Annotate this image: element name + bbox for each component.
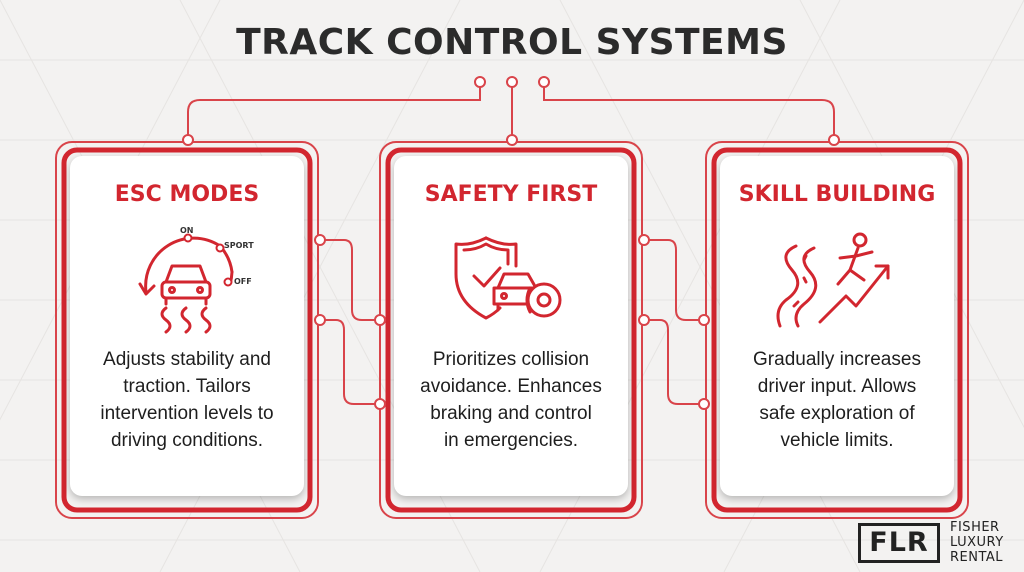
logo-line: LUXURY bbox=[950, 535, 1004, 550]
shield-car-brake-icon bbox=[454, 236, 562, 320]
desc-line: in emergencies. bbox=[443, 430, 579, 451]
card-esc-modes: ESC MODES ON SPORT OFF Adjusts stabi bbox=[70, 156, 304, 496]
esc-on-label: ON bbox=[180, 226, 194, 235]
card-skill-building: SKILL BUILDING Gradually increases drive… bbox=[720, 156, 954, 496]
desc-line: intervention levels to bbox=[100, 403, 274, 424]
logo-mark: FLR bbox=[858, 523, 940, 563]
desc-line: safe exploration of bbox=[759, 403, 915, 424]
desc-line: driver input. Allows bbox=[757, 376, 917, 397]
desc-line: avoidance. Enhances bbox=[420, 376, 602, 397]
card-title: ESC MODES bbox=[114, 182, 260, 207]
desc-line: traction. Tailors bbox=[123, 376, 251, 397]
page-title: TRACK CONTROL SYSTEMS bbox=[236, 22, 788, 63]
esc-sport-label: SPORT bbox=[224, 241, 254, 250]
card-description: Adjusts stability and traction. Tailors … bbox=[84, 346, 290, 454]
road-person-arrow-icon bbox=[776, 232, 890, 328]
logo-line: FISHER bbox=[950, 520, 1000, 535]
card-description: Prioritizes collision avoidance. Enhance… bbox=[408, 346, 614, 454]
desc-line: Prioritizes collision bbox=[432, 349, 590, 370]
card-safety-first: SAFETY FIRST Prioritizes collision avoid… bbox=[394, 156, 628, 496]
desc-line: vehicle limits. bbox=[780, 430, 894, 451]
desc-line: driving conditions. bbox=[110, 430, 264, 451]
logo-line: RENTAL bbox=[950, 550, 1004, 565]
esc-off-label: OFF bbox=[234, 277, 252, 286]
card-title: SKILL BUILDING bbox=[738, 182, 936, 207]
stability-control-dial-icon: ON SPORT OFF bbox=[138, 226, 254, 334]
desc-line: Adjusts stability and bbox=[103, 349, 271, 370]
card-title: SAFETY FIRST bbox=[424, 182, 598, 207]
desc-line: braking and control bbox=[430, 403, 592, 424]
card-description: Gradually increases driver input. Allows… bbox=[734, 346, 940, 454]
logo-wordmark: FISHER LUXURY RENTAL bbox=[950, 520, 1020, 565]
desc-line: Gradually increases bbox=[753, 349, 921, 370]
brand-logo: FLR FISHER LUXURY RENTAL bbox=[858, 520, 1018, 568]
